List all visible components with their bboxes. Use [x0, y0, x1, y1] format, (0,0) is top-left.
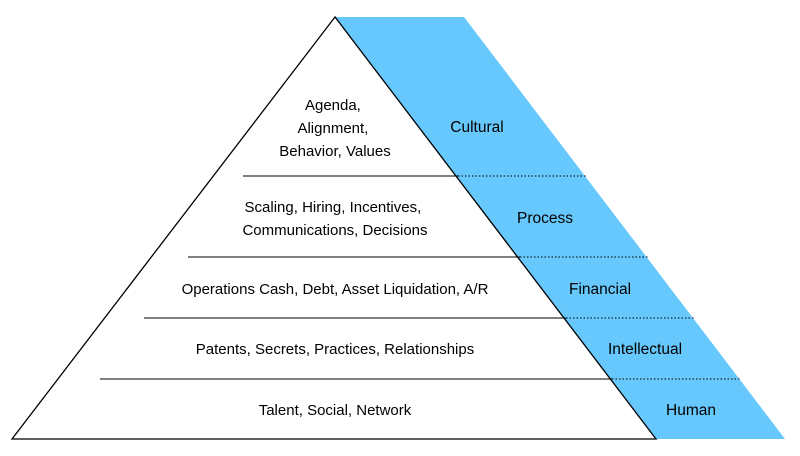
band-label-intellectual: Intellectual — [608, 341, 682, 358]
layer-text-line: Agenda, — [305, 97, 361, 114]
layer-text-line: Scaling, Hiring, Incentives, — [245, 199, 422, 216]
layer-text-financial: Operations Cash, Debt, Asset Liquidation… — [182, 281, 489, 298]
band-label-process: Process — [517, 210, 573, 227]
band-label-cultural: Cultural — [450, 119, 503, 136]
layer-text-line: Communications, Decisions — [242, 222, 427, 239]
band-label-human: Human — [666, 402, 716, 419]
pyramid-side-band — [335, 17, 785, 439]
layer-text-line: Behavior, Values — [279, 143, 390, 160]
layer-text-line: Alignment, — [297, 120, 368, 137]
layer-text-cultural: Agenda, Alignment, Behavior, Values — [279, 97, 390, 160]
band-label-financial: Financial — [569, 281, 631, 298]
layer-text-intellectual: Patents, Secrets, Practices, Relationshi… — [196, 341, 474, 358]
layer-text-process: Scaling, Hiring, Incentives, Communicati… — [242, 199, 427, 239]
layer-text-line: Operations Cash, Debt, Asset Liquidation… — [182, 281, 489, 298]
pyramid-front-face — [10, 15, 658, 440]
layer-text-human: Talent, Social, Network — [259, 402, 412, 419]
layer-text-line: Talent, Social, Network — [259, 402, 412, 419]
layer-text-line: Patents, Secrets, Practices, Relationshi… — [196, 341, 474, 358]
